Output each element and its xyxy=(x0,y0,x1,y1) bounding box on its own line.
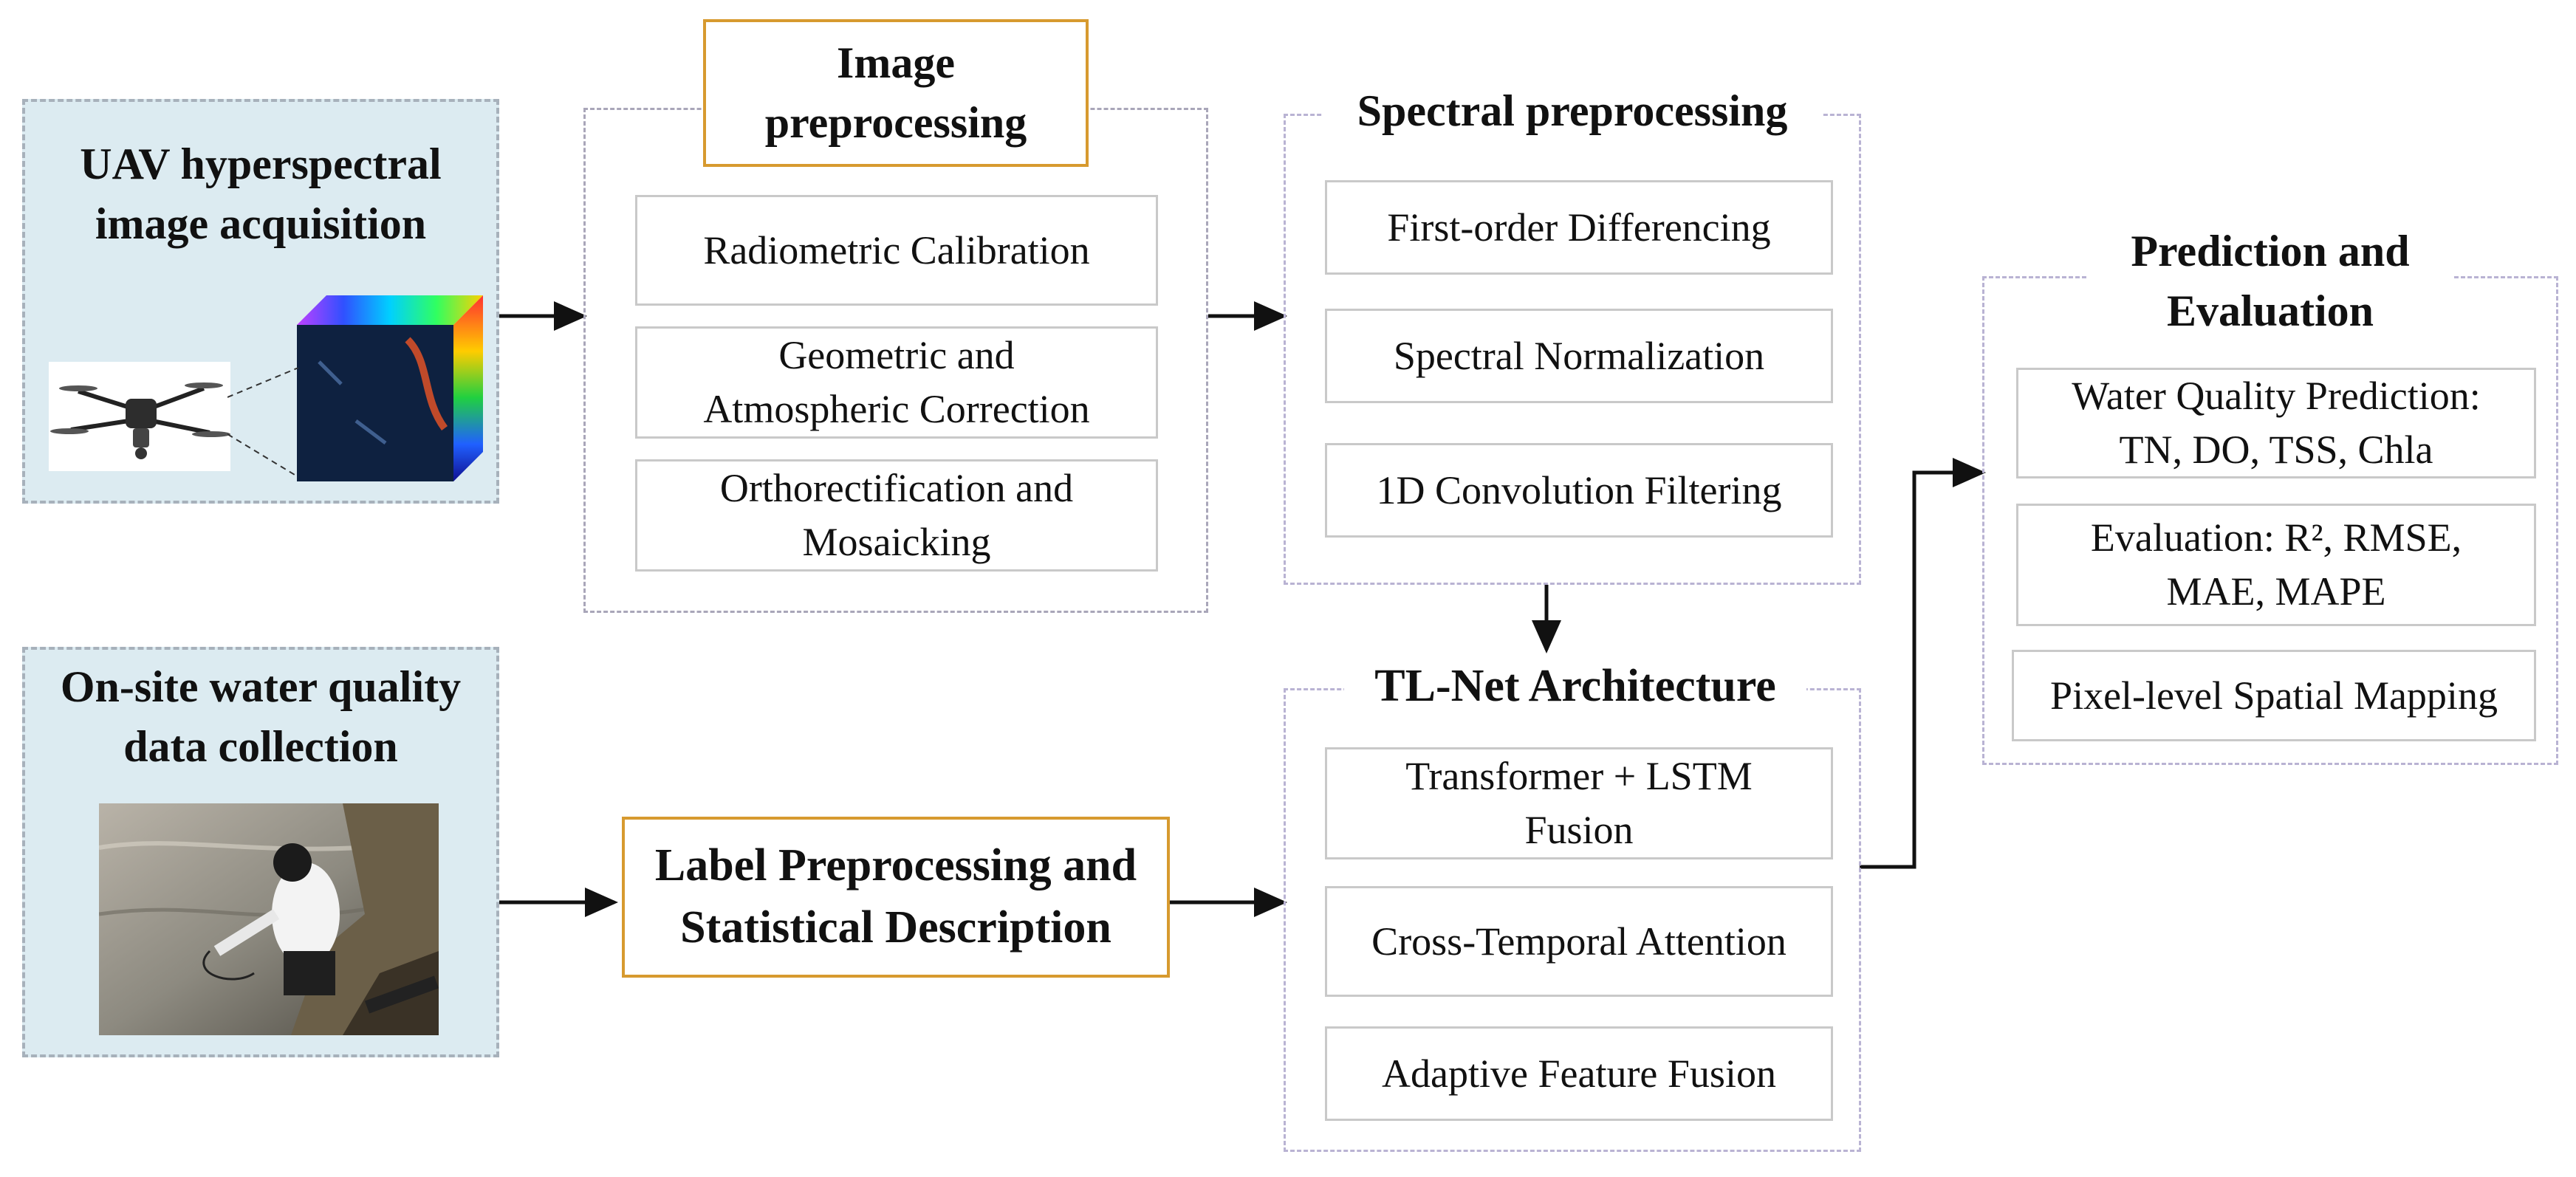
prediction-evaluation-title: Prediction and Evaluation xyxy=(2087,222,2453,341)
spectral-preprocessing-title: Spectral preprocessing xyxy=(1323,81,1821,141)
field-sampling-photo xyxy=(99,803,439,1035)
zoom-lines xyxy=(227,368,299,478)
hyperspectral-cube-image xyxy=(297,295,483,481)
onsite-collection-panel: On-site water quality data collection xyxy=(22,647,499,1057)
uav-acquisition-panel: UAV hyperspectral image acquisition xyxy=(22,99,499,504)
step-evaluation-metrics: Evaluation: R², RMSE, MAE, MAPE xyxy=(2016,504,2536,626)
tlnet-architecture-title: TL-Net Architecture xyxy=(1344,656,1806,718)
arrow-tlnet-to-prediction xyxy=(1860,458,1986,869)
step-spectral-normalization: Spectral Normalization xyxy=(1325,309,1833,403)
step-radiometric-calibration: Radiometric Calibration xyxy=(635,195,1158,306)
step-pixel-level-spatial-mapping: Pixel-level Spatial Mapping xyxy=(2012,650,2536,741)
step-geometric-atmospheric-correction: Geometric and Atmospheric Correction xyxy=(635,326,1158,439)
step-water-quality-prediction: Water Quality Prediction: TN, DO, TSS, C… xyxy=(2016,368,2536,478)
step-1d-convolution-filtering: 1D Convolution Filtering xyxy=(1325,443,1833,538)
step-transformer-lstm-fusion: Transformer + LSTM Fusion xyxy=(1325,747,1833,859)
step-adaptive-feature-fusion: Adaptive Feature Fusion xyxy=(1325,1026,1833,1121)
onsite-collection-title: On-site water quality data collection xyxy=(60,662,462,771)
label-preprocessing-box: Label Preprocessing and Statistical Desc… xyxy=(622,817,1170,978)
step-orthorectification-mosaicking: Orthorectification and Mosaicking xyxy=(635,459,1158,572)
step-cross-temporal-attention: Cross-Temporal Attention xyxy=(1325,886,1833,997)
step-first-order-differencing: First-order Differencing xyxy=(1325,180,1833,275)
drone-image xyxy=(49,362,230,471)
image-preprocessing-title: Image preprocessing xyxy=(703,19,1089,167)
uav-acquisition-title: UAV hyperspectral image acquisition xyxy=(80,140,442,248)
